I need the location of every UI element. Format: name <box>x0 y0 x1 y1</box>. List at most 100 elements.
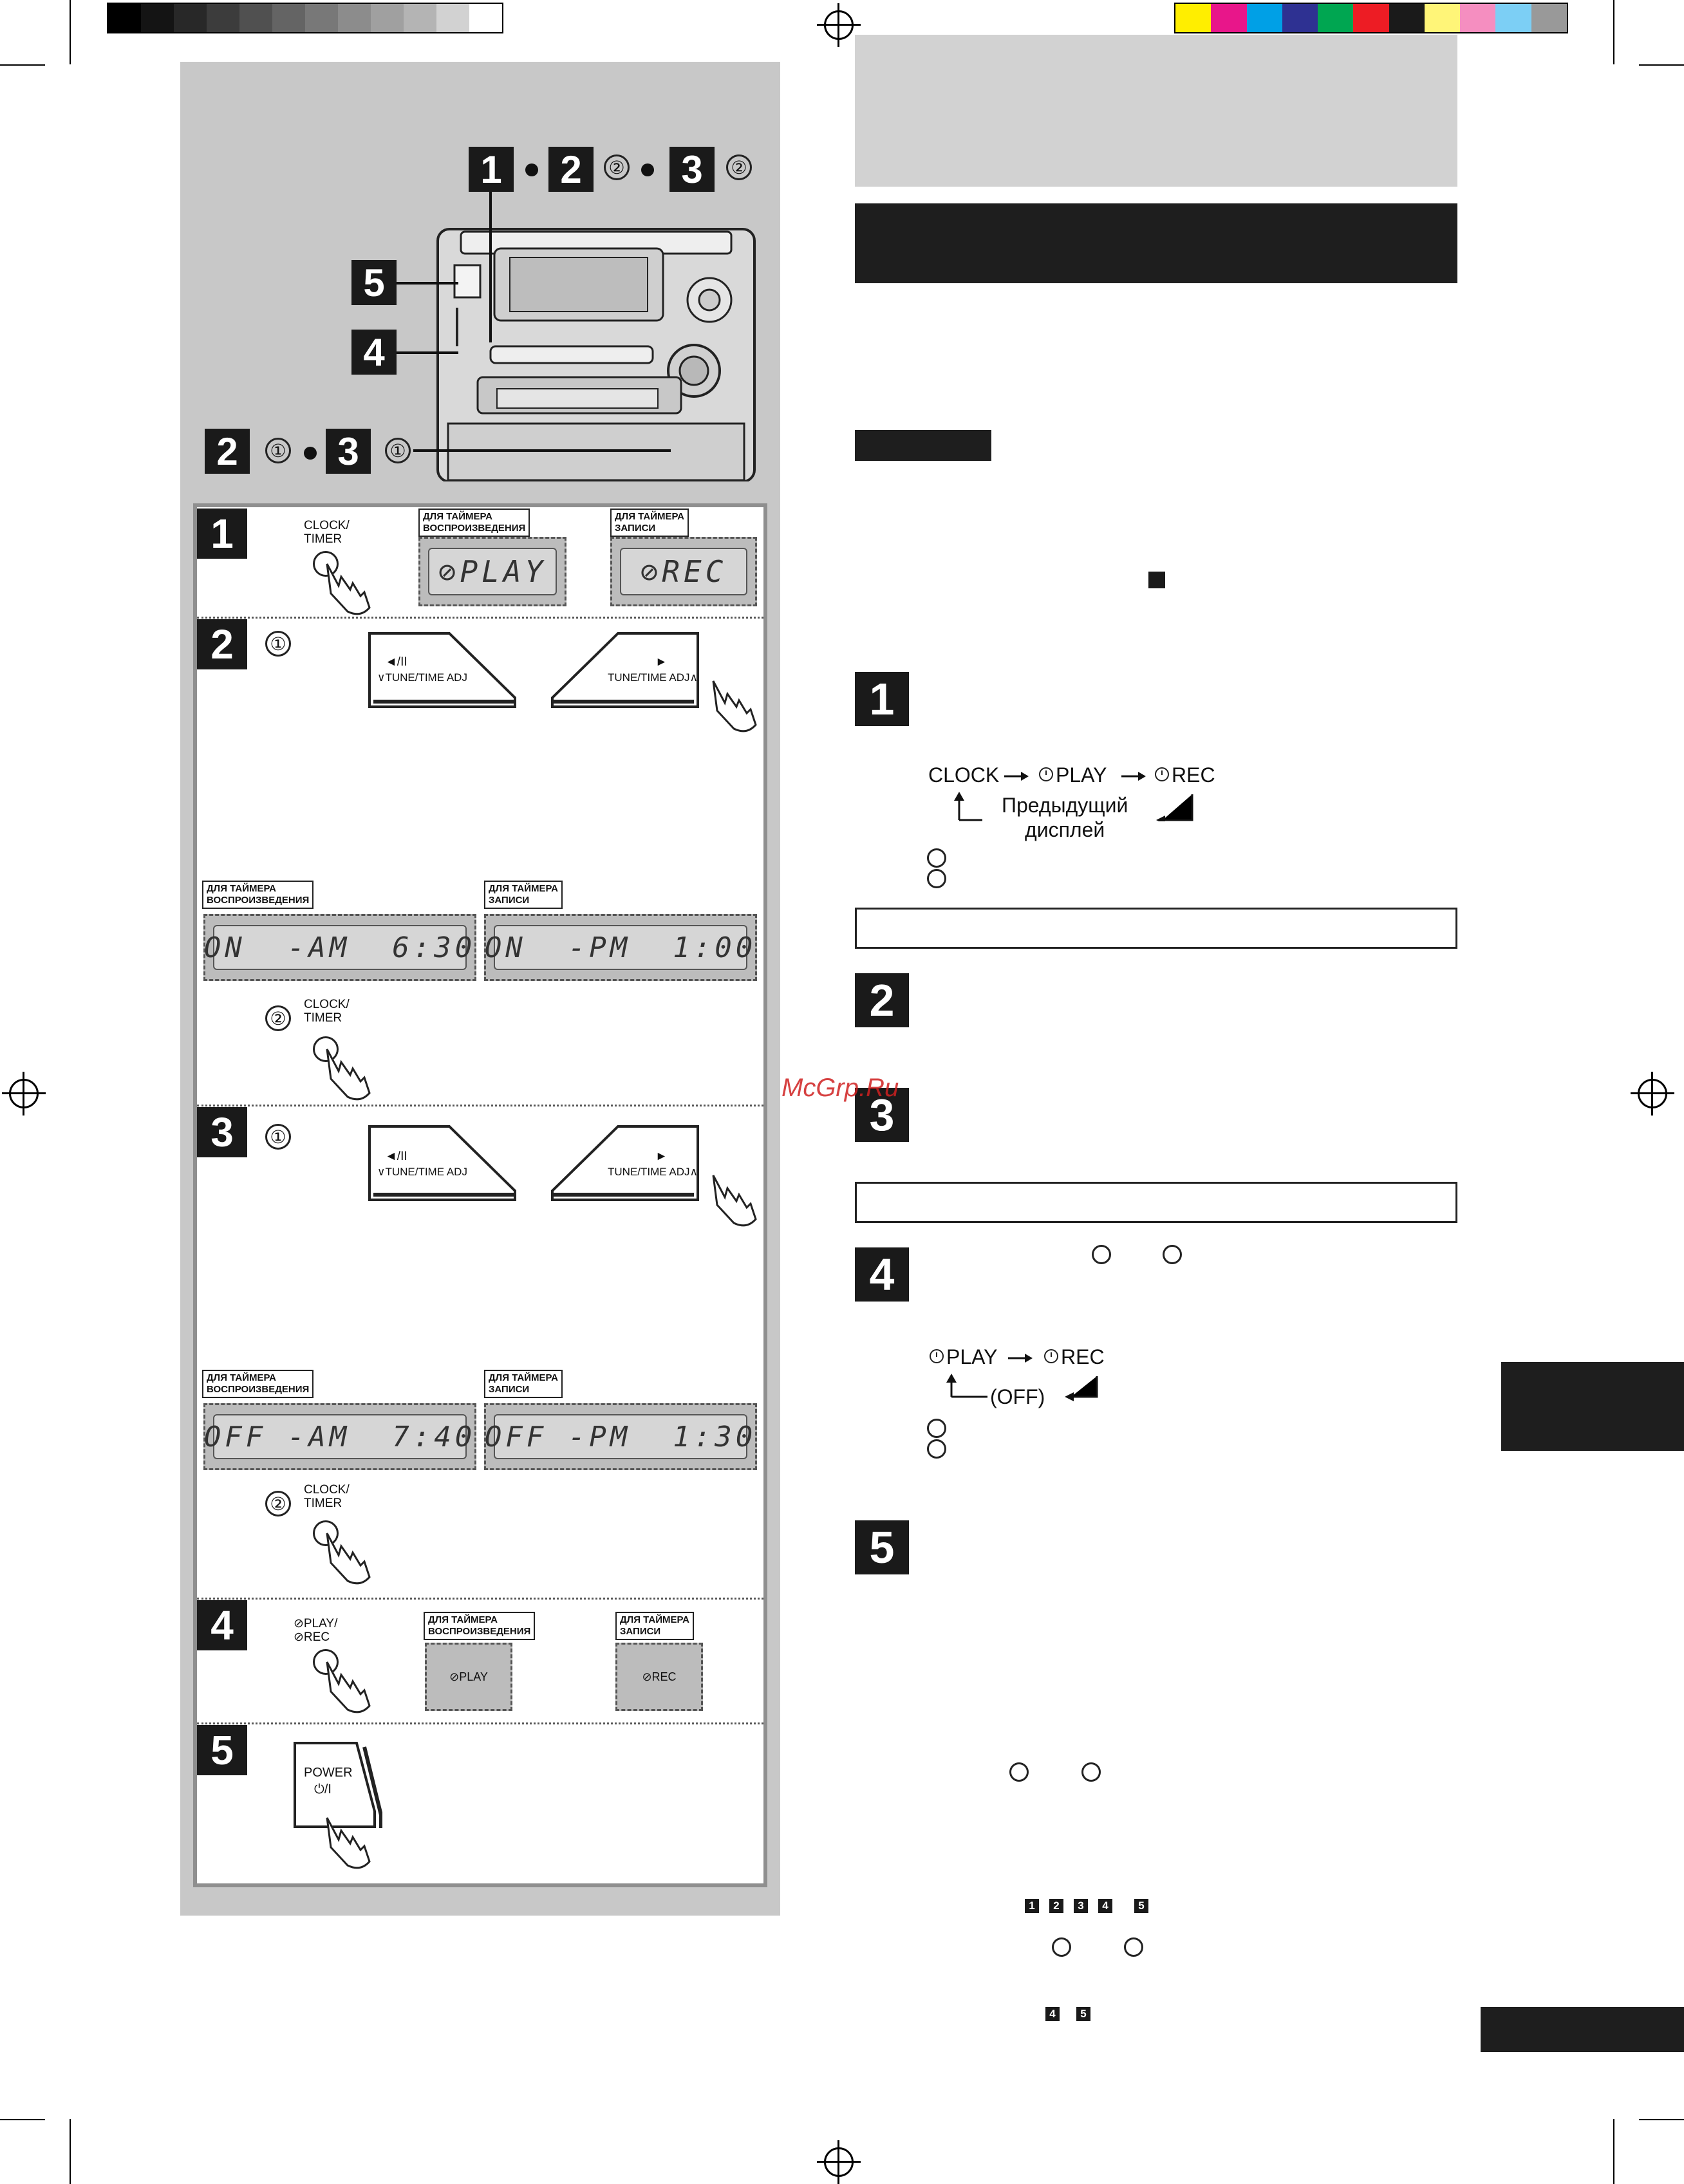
bullet-dot <box>525 163 538 176</box>
tag-play-timer: ДЛЯ ТАЙМЕРА ВОСПРОИЗВЕДЕНИЯ <box>424 1612 536 1640</box>
tune-up-button[interactable] <box>548 1124 702 1207</box>
tune-down-button[interactable] <box>366 631 519 714</box>
clock-timer-button[interactable] <box>313 551 339 577</box>
registration-mark-icon <box>1631 1072 1674 1115</box>
indicator-text: ⊘REC <box>642 1670 677 1683</box>
grayscale-bar <box>107 3 503 33</box>
side-section-tab <box>1501 1362 1684 1451</box>
gray-swatch <box>272 4 305 32</box>
tune-up-symbol: ► <box>655 655 668 669</box>
lcd-text: OFF -PM 1:30 <box>485 1414 753 1459</box>
flow-return-arrow <box>950 792 1201 825</box>
timer-clock-icon <box>1155 767 1169 781</box>
tag-play-timer: ДЛЯ ТАЙМЕРА ВОСПРОИЗВЕДЕНИЯ <box>202 1370 314 1398</box>
step-separator <box>197 1722 763 1724</box>
lcd-rec-timer: ⊘REC <box>610 537 757 606</box>
color-swatch <box>1282 4 1318 32</box>
callout-sub-2: ② <box>604 154 630 180</box>
mini-step-5: 5 <box>1076 2007 1090 2021</box>
timer-clock-icon <box>1124 1937 1143 1957</box>
section-header-black <box>855 203 1457 283</box>
clock-timer-button[interactable] <box>313 1520 339 1546</box>
timer-clock-icon <box>927 1439 946 1459</box>
tag-play-timer: ДЛЯ ТАЙМЕРА ВОСПРОИЗВЕДЕНИЯ <box>418 509 530 537</box>
mini-step-2: 2 <box>1049 1899 1063 1913</box>
right-step-5: 5 <box>855 1520 909 1574</box>
play-rec-button[interactable] <box>313 1649 339 1675</box>
step-5-number: 5 <box>197 1725 247 1775</box>
arrow-right-icon <box>1121 770 1147 786</box>
power-label: POWER <box>304 1766 353 1780</box>
bullet-dot <box>304 447 317 460</box>
flow-clock: CLOCK <box>928 763 1000 787</box>
clock-timer-button-label: CLOCK/ TIMER <box>304 998 350 1025</box>
pointing-hand-icon <box>322 1814 373 1872</box>
color-swatch <box>1175 4 1212 32</box>
tag-rec-timer: ДЛЯ ТАЙМЕРА ЗАПИСИ <box>484 1370 563 1398</box>
gray-swatch <box>141 4 174 32</box>
color-swatch <box>1318 4 1354 32</box>
tune-down-button[interactable] <box>366 1124 519 1207</box>
lcd-rec-off: OFF -PM 1:30 <box>484 1403 757 1470</box>
color-swatch <box>1460 4 1496 32</box>
crop-mark <box>70 0 71 64</box>
color-swatch <box>1424 4 1461 32</box>
play-rec-button-label: ⊘PLAY/ ⊘REC <box>294 1617 338 1644</box>
timer-clock-icon <box>1163 1245 1182 1264</box>
pointing-hand-icon <box>708 1171 760 1230</box>
callout-sub-1: ① <box>385 438 411 463</box>
indicator-text: ⊘PLAY <box>449 1670 488 1683</box>
step-4-number: 4 <box>197 1600 247 1650</box>
tune-up-label: TUNE/TIME ADJ∧ <box>608 671 698 684</box>
step-3-sub-1: ① <box>265 1124 291 1150</box>
lcd-play-off: OFF -AM 7:40 <box>203 1403 476 1470</box>
callout-step-2: 2 <box>205 429 250 474</box>
registration-mark-icon <box>817 3 861 47</box>
lcd-text: ⊘REC <box>620 548 747 595</box>
callout-sub-3: ② <box>726 154 752 180</box>
tune-up-button[interactable] <box>548 631 702 714</box>
crop-mark <box>1639 2119 1684 2120</box>
clock-timer-button-label: CLOCK/ TIMER <box>304 1483 350 1510</box>
note-box <box>855 1182 1457 1223</box>
flow-play: PLAY <box>1056 763 1107 787</box>
section-header-grey <box>855 35 1457 187</box>
indicator-play: ⊘PLAY <box>425 1643 512 1711</box>
arrow-right-icon <box>1008 1352 1034 1368</box>
clock-timer-button[interactable] <box>313 1036 339 1062</box>
gray-swatch <box>436 4 469 32</box>
lcd-play-timer: ⊘PLAY <box>418 537 566 606</box>
timer-clock-icon <box>930 1349 944 1363</box>
pointing-hand-icon <box>322 1658 373 1717</box>
timer-clock-icon <box>927 1419 946 1438</box>
mini-step-1: 1 <box>1025 1899 1039 1913</box>
gray-swatch <box>469 4 502 32</box>
flow4-play: PLAY <box>946 1345 998 1368</box>
right-step-4: 4 <box>855 1247 909 1302</box>
lcd-text: ON -PM 1:00 <box>485 925 753 970</box>
gray-swatch <box>239 4 272 32</box>
watermark: McGrp.Ru <box>781 1074 899 1102</box>
lcd-rec-on: ON -PM 1:00 <box>484 914 757 981</box>
color-swatch <box>1389 4 1425 32</box>
mini-step-3: 3 <box>1074 1899 1088 1913</box>
flow4-off: (OFF) <box>990 1385 1045 1408</box>
tune-down-label: ∨TUNE/TIME ADJ <box>377 671 467 684</box>
crop-mark <box>0 2119 45 2120</box>
indicator-rec: ⊘REC <box>615 1643 703 1711</box>
bullet-dot <box>641 163 654 176</box>
flow4-return-arrow <box>942 1374 1103 1406</box>
step-3-sub-2: ② <box>265 1491 291 1517</box>
power-button[interactable] <box>292 1741 383 1833</box>
callout-step-2: 2 <box>548 147 594 192</box>
callout-step-5: 5 <box>351 260 397 305</box>
page-number-tab <box>1481 2007 1684 2052</box>
timer-clock-icon <box>1044 1349 1058 1363</box>
color-swatch <box>1353 4 1389 32</box>
callout-step-3: 3 <box>669 147 715 192</box>
mini-step-4: 4 <box>1045 2007 1060 2021</box>
gray-swatch <box>108 4 141 32</box>
pointing-hand-icon <box>322 560 373 619</box>
right-step-2: 2 <box>855 973 909 1027</box>
flow-previous-display: Предыдущий дисплей <box>1002 794 1128 841</box>
